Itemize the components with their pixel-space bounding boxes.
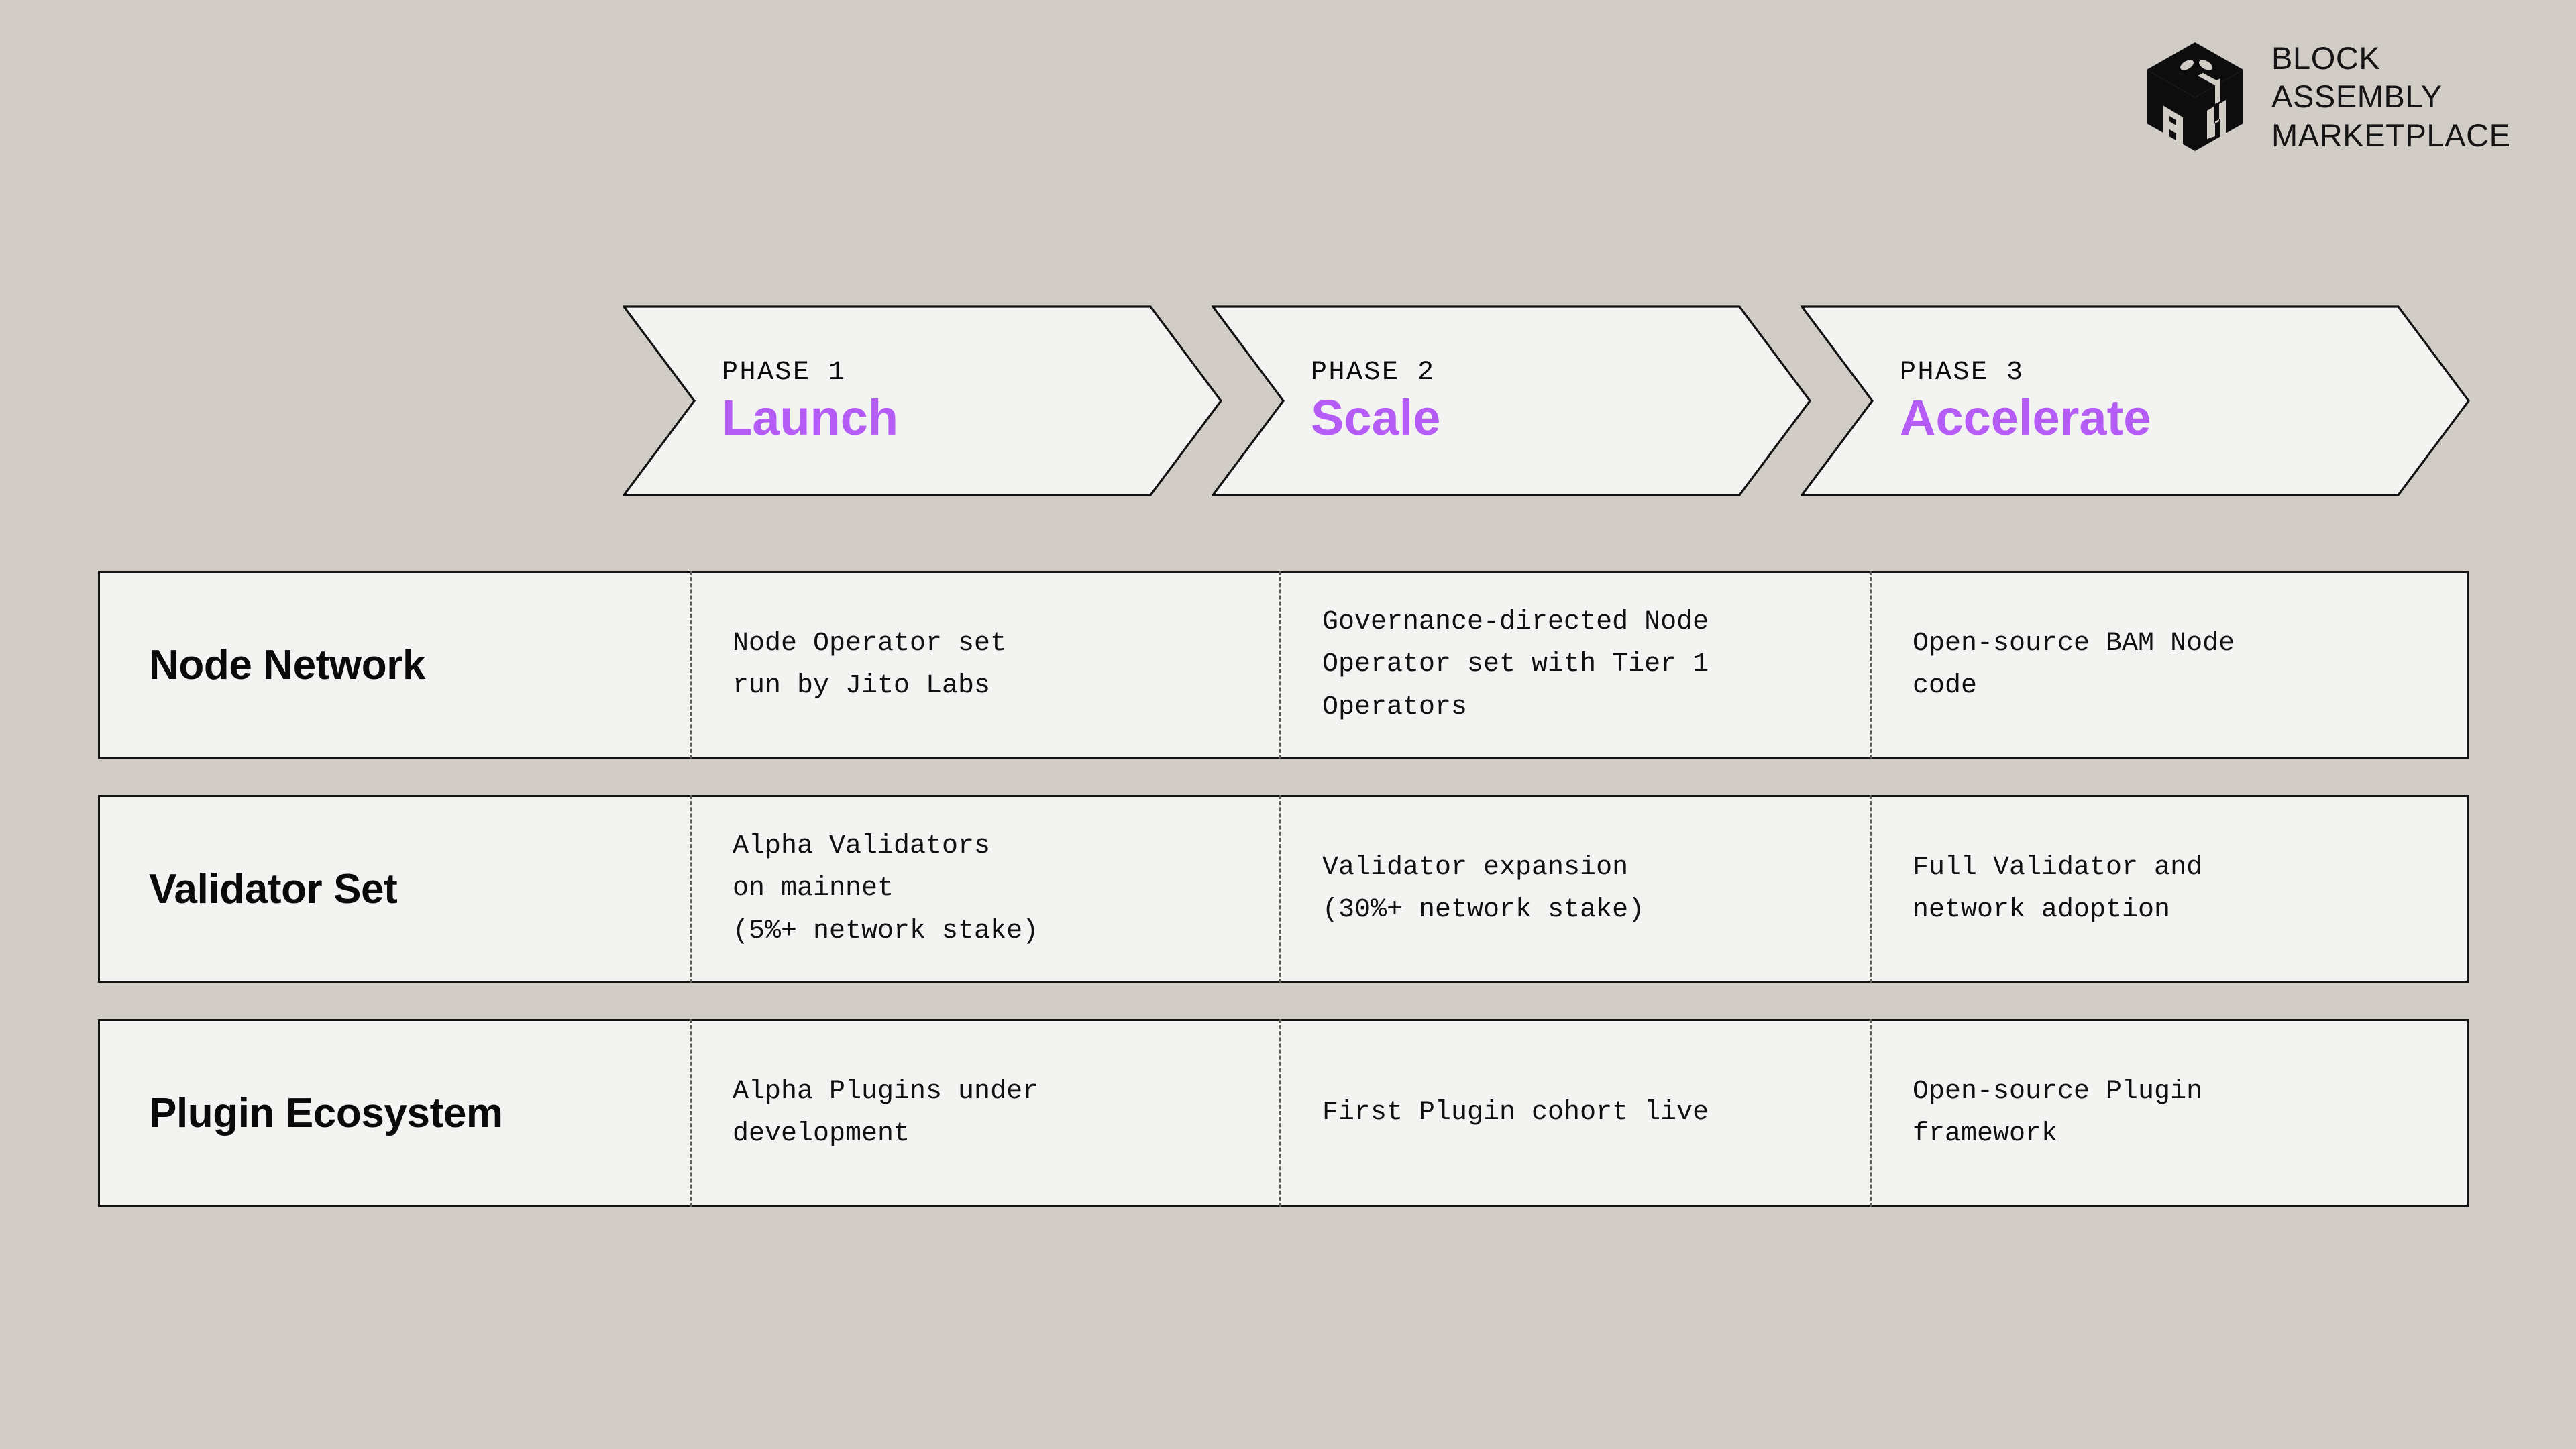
cell-line: run by Jito Labs	[733, 671, 991, 701]
row-1-phase-2-cell: Validator expansion (30%+ network stake)	[1279, 795, 1870, 983]
cell-line: First Plugin cohort live	[1322, 1097, 1709, 1128]
column-divider	[1279, 795, 1281, 983]
row-1-phase-3-cell: Full Validator and network adoption	[1870, 795, 2467, 983]
brand-line-3: MARKETPLACE	[2271, 117, 2511, 153]
cell-text: Governance-directed Node Operator set wi…	[1322, 601, 1709, 729]
row-0-phase-2-cell: Governance-directed Node Operator set wi…	[1279, 571, 1870, 759]
roadmap-table: Node Network Node Operator set run by Ji…	[98, 571, 2469, 1207]
cell-line: Operators	[1322, 692, 1468, 722]
brand-wordmark: BLOCK ASSEMBLY MARKETPLACE	[2271, 39, 2511, 154]
cell-line: network adoption	[1913, 895, 2171, 925]
column-divider	[690, 795, 692, 983]
table-row: Node Network Node Operator set run by Ji…	[98, 571, 2469, 759]
cell-text: Alpha Validators on mainnet (5%+ network…	[733, 825, 1038, 953]
row-2-phase-1-cell: Alpha Plugins under development	[690, 1019, 1279, 1207]
cell-text: Open-source Plugin framework	[1913, 1071, 2202, 1155]
cell-text: Node Operator set run by Jito Labs	[733, 623, 1006, 707]
cell-line: Full Validator and	[1913, 852, 2203, 883]
cell-line: Alpha Plugins under	[733, 1076, 1039, 1107]
column-divider	[690, 571, 692, 759]
cell-line: on mainnet	[733, 873, 894, 904]
phase-chevron-2[interactable]: PHASE 2 Scale	[1212, 305, 1811, 496]
phase-chevron-1[interactable]: PHASE 1 Launch	[623, 305, 1222, 496]
bam-cube-logo-icon	[2145, 41, 2245, 152]
brand-logo: BLOCK ASSEMBLY MARKETPLACE	[2145, 39, 2511, 154]
row-0-phase-1-cell: Node Operator set run by Jito Labs	[690, 571, 1279, 759]
cell-line: Alpha Validators	[733, 831, 991, 862]
phase-banner: PHASE 1 Launch PHASE 2 Scale PHASE 3 Acc…	[0, 305, 2576, 496]
phase-1-name: Launch	[722, 389, 899, 445]
row-label: Node Network	[149, 641, 426, 688]
phase-1-text: PHASE 1 Launch	[722, 358, 898, 444]
row-1-phase-1-cell: Alpha Validators on mainnet (5%+ network…	[690, 795, 1279, 983]
row-2-phase-2-cell: First Plugin cohort live	[1279, 1019, 1870, 1207]
cell-line: Open-source Plugin	[1913, 1076, 2203, 1107]
brand-line-2: ASSEMBLY	[2271, 78, 2443, 115]
column-divider	[1870, 1019, 1872, 1207]
phase-2-text: PHASE 2 Scale	[1311, 358, 1440, 444]
cell-line: Governance-directed Node	[1322, 607, 1709, 638]
row-2-phase-3-cell: Open-source Plugin framework	[1870, 1019, 2467, 1207]
row-label: Plugin Ecosystem	[149, 1089, 503, 1136]
cell-line: (30%+ network stake)	[1322, 895, 1645, 925]
cell-line: Validator expansion	[1322, 852, 1629, 883]
cell-line: framework	[1913, 1119, 2058, 1149]
column-divider	[1279, 1019, 1281, 1207]
phase-1-kicker: PHASE 1	[722, 357, 847, 388]
cell-text: Validator expansion (30%+ network stake)	[1322, 847, 1644, 931]
phase-3-kicker: PHASE 3	[1900, 357, 2025, 388]
row-label-cell: Plugin Ecosystem	[100, 1021, 690, 1205]
cell-text: Full Validator and network adoption	[1913, 847, 2202, 931]
column-divider	[690, 1019, 692, 1207]
phase-2-name: Scale	[1311, 389, 1441, 445]
cell-line: Operator set with Tier 1	[1322, 649, 1709, 680]
phase-2-kicker: PHASE 2	[1311, 357, 1436, 388]
cell-line: development	[733, 1119, 910, 1149]
cell-text: First Plugin cohort live	[1322, 1091, 1709, 1134]
cell-line: code	[1913, 671, 1978, 701]
cell-text: Alpha Plugins under development	[733, 1071, 1038, 1155]
row-label-cell: Node Network	[100, 573, 690, 757]
phase-3-text: PHASE 3 Accelerate	[1900, 358, 2151, 444]
row-0-phase-3-cell: Open-source BAM Node code	[1870, 571, 2467, 759]
brand-line-1: BLOCK	[2271, 40, 2381, 76]
phase-3-name: Accelerate	[1900, 389, 2151, 445]
cell-line: Open-source BAM Node	[1913, 628, 2235, 659]
cell-text: Open-source BAM Node code	[1913, 623, 2235, 707]
cell-line: Node Operator set	[733, 628, 1007, 659]
phase-chevron-3[interactable]: PHASE 3 Accelerate	[1801, 305, 2470, 496]
table-row: Validator Set Alpha Validators on mainne…	[98, 795, 2469, 983]
column-divider	[1870, 795, 1872, 983]
cell-line: (5%+ network stake)	[733, 916, 1039, 947]
row-label: Validator Set	[149, 865, 398, 912]
table-row: Plugin Ecosystem Alpha Plugins under dev…	[98, 1019, 2469, 1207]
column-divider	[1279, 571, 1281, 759]
row-label-cell: Validator Set	[100, 797, 690, 981]
column-divider	[1870, 571, 1872, 759]
